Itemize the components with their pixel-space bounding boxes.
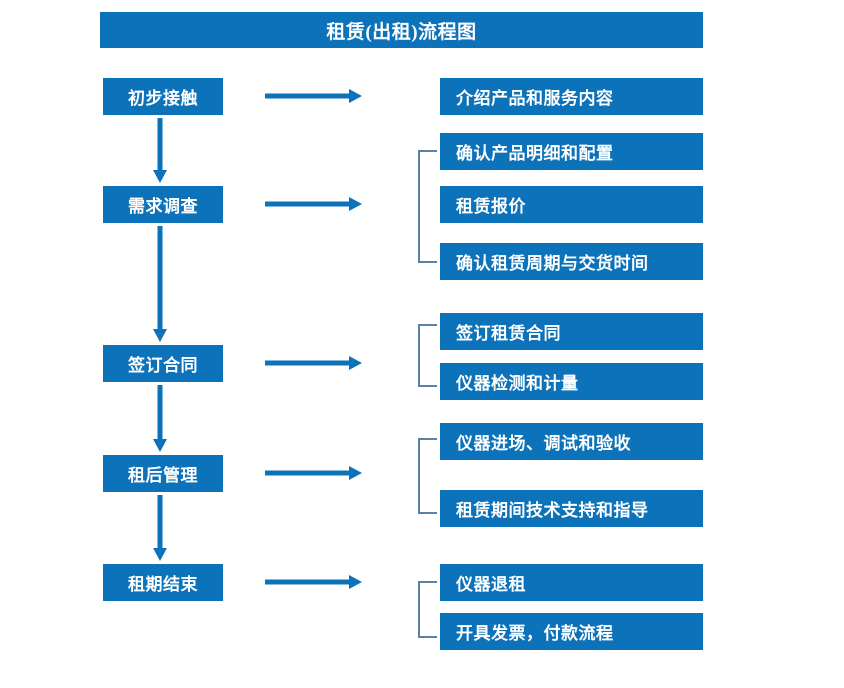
group-bracket-sign-contract <box>418 324 437 387</box>
arrow-down-icon-4 <box>153 495 167 561</box>
group-bracket-post-rental <box>418 438 437 514</box>
stage-box-sign-contract[interactable]: 签订合同 <box>103 345 223 382</box>
detail-box-sign-rental-contract[interactable]: 签订租赁合同 <box>440 313 703 350</box>
stage-box-post-rental-management[interactable]: 租后管理 <box>103 455 223 492</box>
detail-label: 确认产品明细和配置 <box>456 144 614 163</box>
stage-label: 签订合同 <box>128 356 198 375</box>
detail-box-confirm-period-delivery[interactable]: 确认租赁周期与交货时间 <box>440 243 703 280</box>
detail-box-confirm-product-spec[interactable]: 确认产品明细和配置 <box>440 133 703 170</box>
detail-box-instrument-inspection[interactable]: 仪器检测和计量 <box>440 363 703 400</box>
detail-label: 签订租赁合同 <box>456 324 561 343</box>
detail-box-introduce-products[interactable]: 介绍产品和服务内容 <box>440 78 703 115</box>
detail-box-instrument-return[interactable]: 仪器退租 <box>440 564 703 601</box>
arrow-right-icon-5 <box>265 575 362 589</box>
arrow-down-icon-2 <box>153 226 167 342</box>
chart-title-bar: 租赁(出租)流程图 <box>100 12 703 48</box>
arrow-right-icon-3 <box>265 356 362 370</box>
detail-label: 确认租赁周期与交货时间 <box>456 254 649 273</box>
stage-label: 初步接触 <box>128 89 198 108</box>
page-title: 租赁(出租)流程图 <box>326 21 477 43</box>
detail-box-rental-quotation[interactable]: 租赁报价 <box>440 186 703 223</box>
arrow-down-icon-1 <box>153 118 167 183</box>
stage-box-lease-end[interactable]: 租期结束 <box>103 564 223 601</box>
arrow-right-icon-4 <box>265 466 362 480</box>
group-bracket-needs-survey <box>418 150 437 263</box>
stage-label: 租期结束 <box>128 575 198 594</box>
detail-label: 租赁报价 <box>456 197 526 216</box>
stage-box-initial-contact[interactable]: 初步接触 <box>103 78 223 115</box>
detail-box-invoice-payment[interactable]: 开具发票，付款流程 <box>440 613 703 650</box>
stage-label: 租后管理 <box>128 466 198 485</box>
detail-label: 仪器退租 <box>456 575 526 594</box>
arrow-down-icon-3 <box>153 385 167 452</box>
detail-label: 仪器检测和计量 <box>456 374 579 393</box>
stage-label: 需求调查 <box>128 197 198 216</box>
detail-box-technical-support[interactable]: 租赁期间技术支持和指导 <box>440 490 703 527</box>
detail-label: 仪器进场、调试和验收 <box>456 434 631 453</box>
arrow-right-icon-1 <box>265 89 362 103</box>
detail-label: 介绍产品和服务内容 <box>456 89 614 108</box>
detail-box-instrument-install-acceptance[interactable]: 仪器进场、调试和验收 <box>440 423 703 460</box>
detail-label: 开具发票，付款流程 <box>456 624 614 643</box>
group-bracket-lease-end <box>418 581 437 638</box>
stage-box-needs-survey[interactable]: 需求调查 <box>103 186 223 223</box>
arrow-right-icon-2 <box>265 197 362 211</box>
detail-label: 租赁期间技术支持和指导 <box>456 501 649 520</box>
